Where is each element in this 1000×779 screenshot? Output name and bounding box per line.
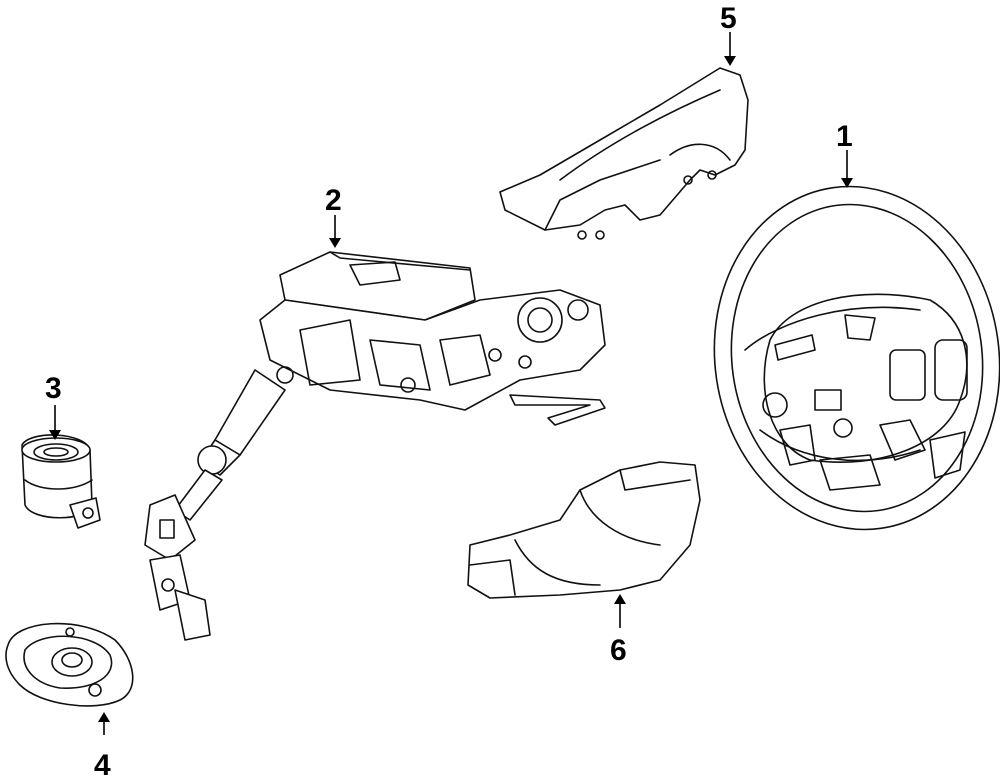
part-3-lock-cylinder[interactable]: 3 (21, 372, 101, 529)
part-1-steering-wheel[interactable]: 1 (692, 120, 1000, 548)
part-4-column-boot[interactable]: 4 (5, 622, 134, 779)
part-6-lower-shroud[interactable]: 6 (467, 461, 701, 667)
callout-6: 6 (610, 634, 627, 667)
callout-4: 4 (94, 749, 111, 779)
callout-3: 3 (45, 372, 62, 405)
callout-5: 5 (720, 2, 737, 35)
callout-1: 1 (836, 120, 853, 153)
part-2-steering-column[interactable]: 2 (144, 184, 606, 641)
part-5-upper-shroud[interactable]: 5 (499, 2, 749, 240)
callout-2: 2 (325, 184, 342, 217)
